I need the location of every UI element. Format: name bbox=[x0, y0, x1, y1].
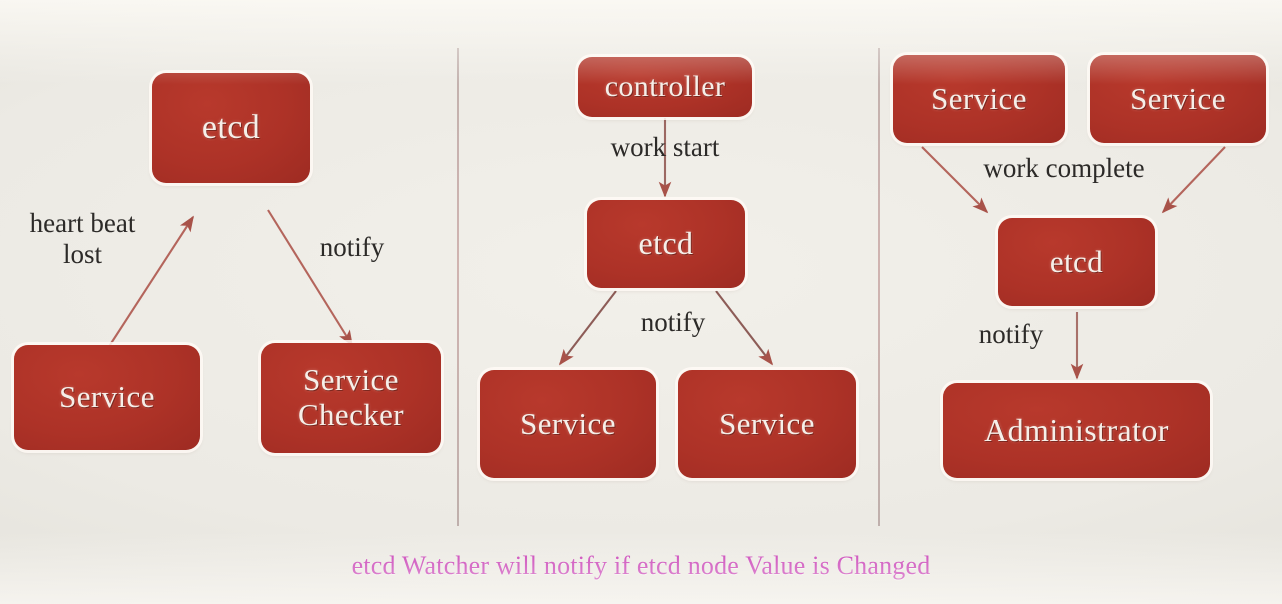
node-right-service-1[interactable]: Service bbox=[893, 55, 1065, 143]
panel-divider-1 bbox=[457, 48, 459, 526]
arrow-etcd-to-service-1 bbox=[558, 290, 617, 366]
node-label: etcd bbox=[201, 108, 261, 146]
node-label: Service Checker bbox=[297, 362, 405, 432]
node-label: etcd bbox=[638, 225, 694, 262]
node-right-administrator[interactable]: Administrator bbox=[943, 383, 1210, 478]
edge-label-work-start: work start bbox=[610, 132, 720, 162]
node-left-service-checker[interactable]: Service Checker bbox=[261, 343, 441, 453]
edge-label-left-notify: notify bbox=[319, 232, 385, 262]
edge-label-mid-notify: notify bbox=[640, 307, 706, 337]
edge-label-right-notify: notify bbox=[978, 319, 1044, 349]
edge-label-heart-beat-lost: heart beat lost bbox=[29, 208, 136, 270]
node-label: Service bbox=[59, 379, 155, 415]
edge-label-work-complete: work complete bbox=[983, 153, 1145, 183]
arrow-etcd-to-service-checker bbox=[267, 209, 353, 347]
panel-divider-2 bbox=[878, 48, 880, 526]
node-label: Service bbox=[931, 80, 1027, 116]
node-mid-service-1[interactable]: Service bbox=[480, 370, 656, 478]
node-right-etcd[interactable]: etcd bbox=[998, 218, 1155, 306]
node-label: Administrator bbox=[984, 411, 1169, 448]
node-label: Service bbox=[719, 405, 815, 441]
node-left-etcd[interactable]: etcd bbox=[152, 73, 310, 183]
node-left-service[interactable]: Service bbox=[14, 345, 200, 450]
node-label: Service bbox=[1130, 80, 1226, 116]
node-mid-etcd[interactable]: etcd bbox=[587, 200, 745, 288]
node-right-service-2[interactable]: Service bbox=[1090, 55, 1266, 143]
node-label: controller bbox=[604, 70, 726, 104]
node-label: etcd bbox=[1049, 243, 1104, 279]
node-label: Service bbox=[520, 405, 616, 441]
diagram-caption: etcd Watcher will notify if etcd node Va… bbox=[351, 551, 931, 580]
node-mid-controller[interactable]: controller bbox=[578, 57, 752, 117]
node-mid-service-2[interactable]: Service bbox=[678, 370, 856, 478]
